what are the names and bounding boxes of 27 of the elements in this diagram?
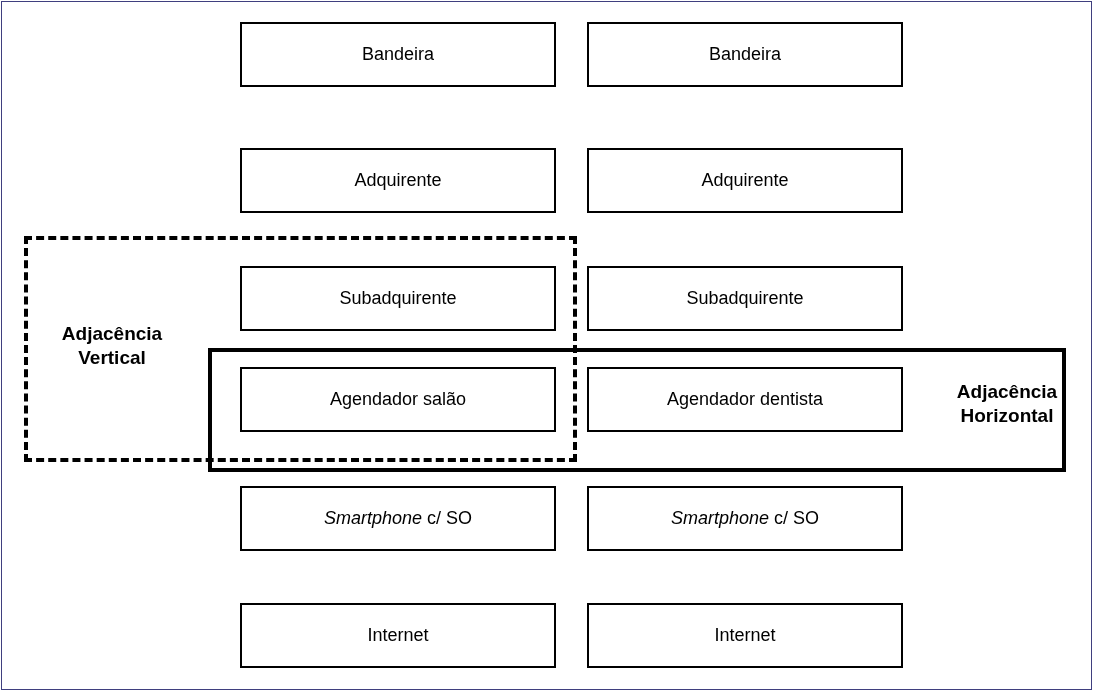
layer-box xyxy=(587,148,903,213)
box-label: Smartphone c/ SO xyxy=(323,507,473,530)
layer-box xyxy=(240,603,556,668)
layer-box xyxy=(587,367,903,432)
layer-box xyxy=(587,22,903,87)
layer-box xyxy=(587,486,903,551)
box-label: Bandeira xyxy=(708,43,782,66)
box-label: Agendador salão xyxy=(329,388,467,411)
box-label: Subadquirente xyxy=(686,287,804,310)
box-label: Bandeira xyxy=(361,43,435,66)
region-label: Adjacência Vertical xyxy=(60,322,164,370)
box-label: Smartphone c/ SO xyxy=(670,507,820,530)
box-label: Adquirente xyxy=(701,169,789,192)
box-label: Agendador dentista xyxy=(666,388,824,411)
region-frame xyxy=(208,348,1066,472)
box-label: Subadquirente xyxy=(339,287,457,310)
region-label: Adjacência Horizontal xyxy=(955,380,1059,428)
box-label: Adquirente xyxy=(354,169,442,192)
layer-box xyxy=(240,367,556,432)
layer-box xyxy=(240,22,556,87)
box-label: Internet xyxy=(367,624,429,647)
layer-box xyxy=(240,266,556,331)
layer-box xyxy=(587,266,903,331)
box-label: Internet xyxy=(714,624,776,647)
layer-box xyxy=(240,148,556,213)
layer-box xyxy=(587,603,903,668)
layer-box xyxy=(240,486,556,551)
